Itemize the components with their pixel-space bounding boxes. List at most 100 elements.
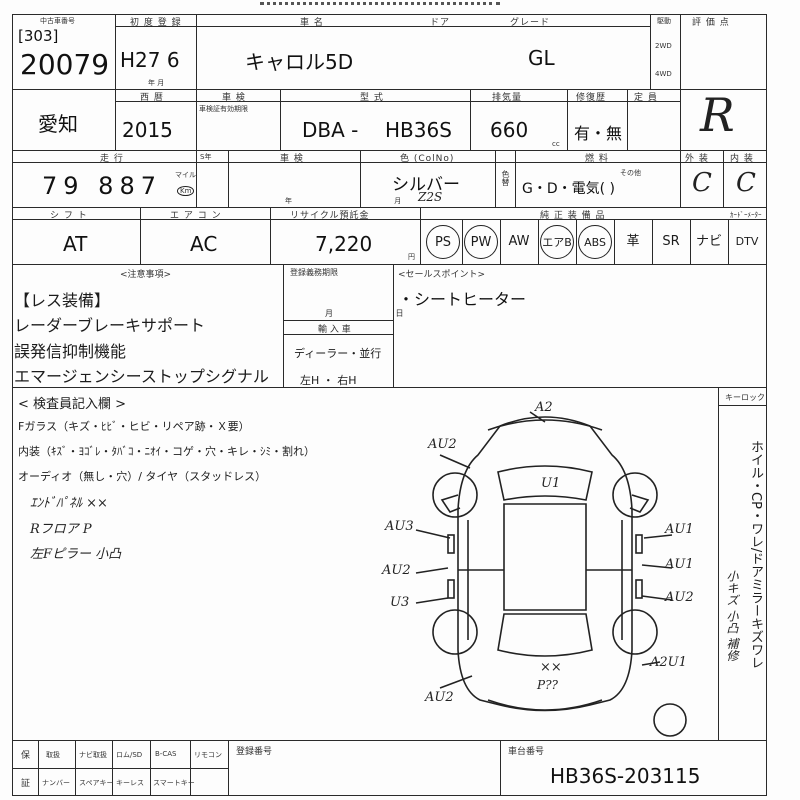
- note-line-4: エマージェンシーストップシグナル: [14, 367, 269, 386]
- mileage-unit-km: Km: [177, 186, 195, 196]
- model-name-header: 車 名: [300, 18, 324, 28]
- inspection-sub: 車検証有効期限: [199, 105, 248, 113]
- damage-rear-left: AU2: [425, 690, 454, 705]
- wheel-front-right: [612, 472, 658, 518]
- equipment-divider: [652, 219, 653, 265]
- windshield: [497, 465, 593, 501]
- first-reg-header: 初 度 登 録: [130, 18, 182, 28]
- hand-note-3: 左Fピラー 小凸: [30, 547, 122, 562]
- reg-unit: 月 日: [325, 309, 434, 318]
- equipment-divider: [690, 219, 691, 265]
- footer-cell-4: B-CAS: [155, 750, 177, 758]
- equipment-item: PW: [464, 225, 498, 259]
- inspector-header: < 検査員記入欄 >: [18, 397, 127, 412]
- car-diagram: [415, 411, 687, 737]
- eval-header: 評 価 点: [692, 18, 730, 28]
- import-header: 輸 入 車: [318, 325, 351, 335]
- notes-header: <注意事項>: [120, 270, 172, 280]
- rear-window: [497, 613, 593, 657]
- recycle-unit: 円: [408, 253, 415, 261]
- damage-roof: U1: [541, 476, 561, 491]
- first-reg-value: H27 6: [120, 48, 180, 72]
- reg-header: 登録義務期限: [290, 268, 338, 277]
- drive-4wd: 4WD: [655, 70, 672, 78]
- glass-line: Fガラス（キズ・ﾋﾋﾞ・ヒビ・リペア跡・Ｘ要）: [18, 420, 250, 433]
- grade-header: グレード: [510, 18, 551, 28]
- recycle-header: リサイクル預託金: [290, 211, 370, 221]
- interior-header: 内 装: [730, 154, 754, 164]
- lot-header: 中古車番号: [40, 17, 75, 25]
- damage-left-rear: U3: [390, 595, 410, 610]
- footer-cell-7: スペアキー: [79, 779, 114, 787]
- manual-header: 修復歴: [576, 93, 607, 103]
- drive-header: 駆動: [657, 17, 671, 25]
- damage-right-door: AU2: [665, 590, 694, 605]
- footer-cell-3: ロム/SD: [116, 751, 143, 759]
- footer-chassis-header: 車台番号: [508, 747, 545, 757]
- spare-tire: [653, 703, 687, 737]
- title-remnant: [260, 2, 500, 5]
- inspect2-unit: 年 月: [285, 197, 452, 205]
- sales-header: <セールスポイント>: [398, 270, 486, 280]
- key-header: キーロック: [725, 393, 765, 402]
- recycle-value: 7,220: [315, 232, 373, 256]
- color-side: 色替: [501, 170, 510, 186]
- footer-cell-5: リモコン: [194, 751, 222, 759]
- s-header: S年: [200, 153, 212, 161]
- damage-rear-center: ××: [540, 660, 562, 675]
- damage-rear-p: P??: [537, 678, 558, 692]
- rear-bumper: [487, 699, 603, 711]
- roof: [503, 503, 587, 611]
- exterior-header: 外 装: [685, 154, 709, 164]
- displacement-header: 排気量: [492, 93, 523, 103]
- mileage-header: 走 行: [100, 154, 124, 164]
- fuel-other: その他: [620, 169, 641, 177]
- equipment-item: 革: [626, 234, 640, 249]
- equipment-divider: [538, 219, 539, 265]
- lot-box: [303]: [18, 27, 59, 45]
- interior-line: 内装（ｷｽﾞ・ﾖｺﾞﾚ・ﾀﾊﾞｺ・ﾆｵｲ・コゲ・穴・キレ・ｼﾐ・割れ）: [18, 445, 315, 458]
- displacement-unit: cc: [552, 140, 560, 148]
- model-name: キャロル5D: [245, 50, 354, 74]
- note-line-1: 【レス装備】: [14, 291, 111, 310]
- wheel-rear-right: [612, 609, 658, 655]
- footer-cell-8: キーレス: [116, 779, 144, 787]
- footer-cell-2: ナビ取扱: [79, 751, 107, 759]
- damage-right-rear: A2U1: [650, 655, 687, 670]
- equipment-divider: [728, 219, 729, 265]
- equipment-divider: [500, 219, 501, 265]
- type-value: HB36S: [385, 118, 452, 142]
- fuel-value: G・D・電気( ): [522, 181, 616, 197]
- wheel-front-left: [432, 472, 478, 518]
- damage-right-front: AU1: [665, 522, 694, 537]
- front-bumper: [487, 419, 603, 431]
- audio-line: オーディオ（無し・穴）/ タイヤ（スタッドレス）: [18, 470, 267, 483]
- wheel-rear-left: [432, 609, 478, 655]
- ac-header: エ ア コ ン: [170, 211, 222, 221]
- prefecture: 愛知: [38, 112, 78, 136]
- chassis-number: HB36S-203115: [550, 764, 701, 788]
- fixed-header: 定 員: [634, 93, 658, 103]
- footer-side-bottom: 証: [21, 779, 31, 789]
- equipment-item: ABS: [578, 225, 612, 259]
- grade: GL: [528, 46, 555, 70]
- equipment-divider: [576, 219, 577, 265]
- sales-point: ・シートヒーター: [398, 290, 527, 309]
- mileage-unit: マイル: [175, 171, 196, 179]
- note-line-2: レーダーブレーキサポート: [14, 316, 206, 335]
- vertical-hand: 小キズ 小凸 補修: [725, 570, 739, 662]
- door-header: ドア: [430, 18, 451, 28]
- equipment-divider: [614, 219, 615, 265]
- drive-2wd: 2WD: [655, 42, 672, 50]
- equipment-divider: [462, 219, 463, 265]
- interior-grade: C: [736, 168, 756, 198]
- note-line-3: 誤発信抑制機能: [14, 342, 127, 361]
- import-value: ディーラー・並行: [294, 347, 382, 360]
- steering-value: 左H ・ 右H: [300, 374, 357, 387]
- color-code: Z2S: [418, 190, 443, 204]
- damage-right-mid: AU1: [665, 557, 694, 572]
- right-mirror: [629, 494, 650, 513]
- eval-score: R: [700, 88, 735, 142]
- equipment-item: DTV: [735, 235, 759, 248]
- color-value: シルバー: [392, 175, 460, 195]
